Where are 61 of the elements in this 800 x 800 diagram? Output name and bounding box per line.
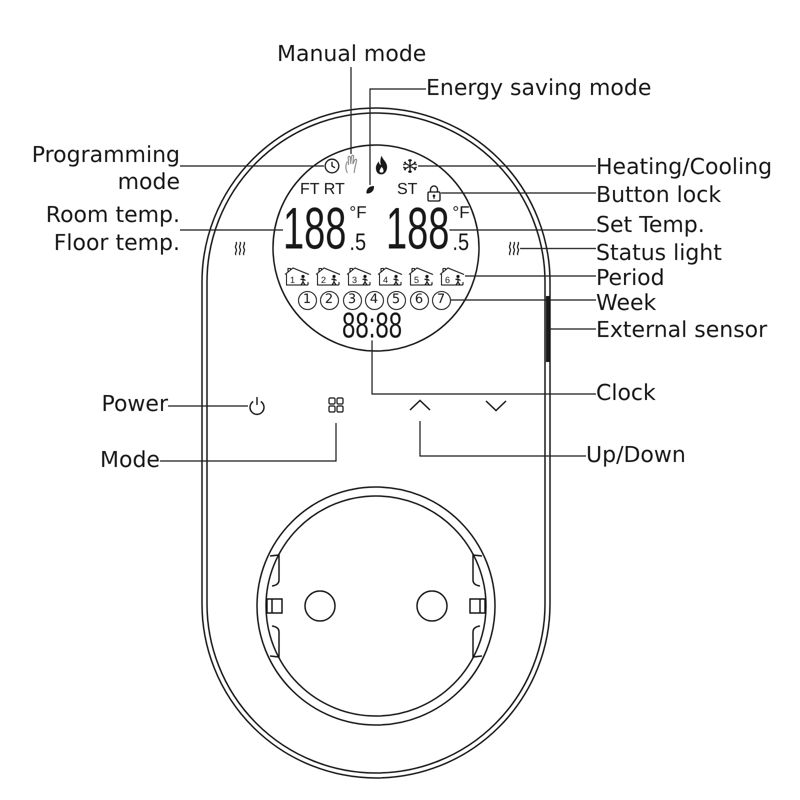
circled-day-number: 7 <box>432 290 450 310</box>
period-number: 5 <box>414 276 420 284</box>
lcd-clock-digits: 88:88 <box>342 314 402 340</box>
lcd-digits: 188 <box>283 208 346 252</box>
leader-line <box>520 248 596 250</box>
callout-label: Button lock <box>596 184 722 208</box>
leader-line <box>180 229 283 231</box>
callout-label: Status light <box>596 242 722 266</box>
leader-line <box>449 229 596 231</box>
decimal-digit: .5 <box>452 234 470 252</box>
period-number: 1 <box>290 276 296 284</box>
callout-label: Mode <box>100 449 160 473</box>
callout-label: Power <box>101 393 168 417</box>
callout-label: Manual mode <box>277 43 426 67</box>
callout-label: Energy saving mode <box>426 77 652 101</box>
leader-line <box>418 165 596 167</box>
leader-line <box>441 192 596 194</box>
lcd-label: FT RT <box>300 184 345 196</box>
leader-line <box>450 299 596 301</box>
lcd-digits: 188 <box>386 208 450 252</box>
leader-line <box>465 275 596 277</box>
callout-label: Floor temp. <box>54 230 180 258</box>
hand-icon <box>344 154 358 174</box>
callout-label: Week <box>596 292 656 316</box>
callout-label: Period <box>596 267 665 291</box>
unit-label: °F <box>452 207 470 220</box>
padlock-icon <box>427 184 441 202</box>
period-number: 6 <box>445 276 450 284</box>
leader-line <box>550 328 596 330</box>
circled-day-number: 4 <box>364 290 384 310</box>
leader-line <box>419 421 586 457</box>
unit-label: °F <box>349 207 367 220</box>
leader-line <box>180 165 324 167</box>
callout-label: Heating/Cooling <box>596 156 772 180</box>
leader-line <box>350 67 352 154</box>
circled-day-number: 5 <box>386 290 406 310</box>
callout-label: Set Temp. <box>596 214 705 238</box>
heat-waves-icon <box>508 241 520 256</box>
period-number: 4 <box>383 276 388 284</box>
decimal-digit: .5 <box>349 234 366 252</box>
power-icon <box>248 396 266 416</box>
callout-label: Room temp. <box>46 202 180 230</box>
clock-icon <box>324 158 340 174</box>
callout-label: Programming mode <box>20 142 180 196</box>
sensor-slot <box>546 296 550 362</box>
leaf-icon <box>365 185 375 195</box>
callout-label: Clock <box>596 382 656 406</box>
callout-label: External sensor <box>596 319 768 343</box>
circled-day-number: 6 <box>410 290 428 310</box>
circled-day-number: 2 <box>320 290 338 310</box>
period-number: 2 <box>321 276 326 284</box>
circled-day-number: 1 <box>298 290 316 310</box>
callout-label: Up/Down <box>586 444 686 468</box>
circled-day-number: 3 <box>342 290 362 310</box>
period-number: 3 <box>352 276 358 284</box>
leader-line <box>160 423 337 462</box>
leader-line <box>168 405 248 407</box>
snowflake-icon <box>402 158 418 174</box>
leader-line <box>369 88 426 185</box>
lcd-label: ST <box>397 184 418 196</box>
leader-line <box>371 340 596 395</box>
